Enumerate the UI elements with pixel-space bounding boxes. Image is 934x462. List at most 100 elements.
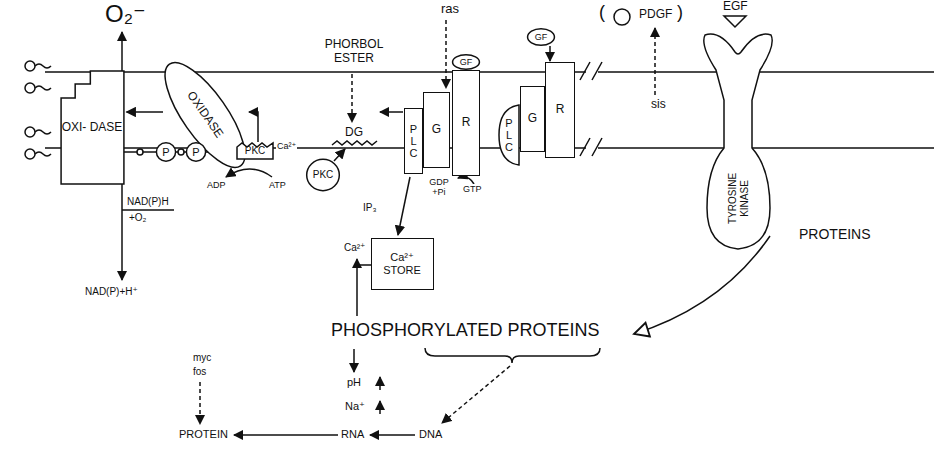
diagram-label: IP₃ <box>362 202 378 214</box>
increase-arrow <box>379 377 381 390</box>
increase-arrow <box>379 401 381 414</box>
activation-arrow <box>334 149 345 161</box>
flow-arrow <box>634 236 770 334</box>
diagram-label: ras <box>440 2 460 17</box>
diagram-label: Ca²⁺ <box>276 141 297 151</box>
node-outline-shape <box>499 105 519 165</box>
diagram-label: EGF <box>722 0 749 14</box>
diagram-label: GTP <box>462 184 483 194</box>
plc-shape: PLC <box>498 104 520 166</box>
diagram-label: ADP <box>206 180 227 190</box>
phosphate-circle: P <box>156 142 176 162</box>
diagram-label: ) <box>676 2 684 23</box>
node-text: PKC <box>313 169 334 181</box>
node-outline-shape <box>61 71 124 184</box>
node-text-box: G <box>521 87 544 151</box>
node-text: Ca²⁺ STORE <box>372 251 433 276</box>
dashed-arrow <box>445 20 447 88</box>
diagram-label: DNA <box>418 428 443 441</box>
growth-factor-oval: GF <box>452 54 480 70</box>
growth-factor-oval: GF <box>527 28 555 46</box>
diagram-label: ( <box>598 2 606 23</box>
diagram-label: Ca²⁺ <box>343 242 366 254</box>
node-text-box: R <box>453 71 479 175</box>
bracket <box>425 348 600 363</box>
ligand-triangle <box>724 16 746 27</box>
diagram-label: PROTEIN <box>178 428 229 441</box>
diagram-label: sis <box>650 98 667 112</box>
node-outline-shape <box>453 55 480 70</box>
node-text-box: PLC <box>498 104 520 166</box>
node-text-box: P <box>156 142 176 162</box>
oxidase-box: OXI- DASE <box>60 70 125 185</box>
break-mark <box>580 62 602 156</box>
plc-box: PLC <box>404 108 423 174</box>
pkc-circle: PKC <box>306 158 340 192</box>
flow-arrow <box>370 434 415 436</box>
phosphate-circle: P <box>186 142 206 162</box>
diagram-label: NAD(P)H <box>126 196 170 208</box>
node-text-box: Ca²⁺ STORE <box>372 239 433 289</box>
node-text-box: PKC <box>236 142 274 160</box>
receptor-box: R <box>545 62 575 158</box>
receptor-box: R <box>452 70 480 176</box>
node-outline-shape <box>156 143 175 161</box>
node-text-box: TYROSINE KINASE <box>708 152 768 244</box>
diagram-label: Na⁺ <box>344 400 366 413</box>
node-text-box: G <box>424 93 449 167</box>
node-text-box: P <box>186 142 206 162</box>
diagram-label: PDGF <box>638 8 673 22</box>
g-protein-box: G <box>423 92 450 168</box>
diagram-label: GDP +Pi <box>424 177 454 198</box>
gtp-gdp-arrow <box>458 177 474 184</box>
node-text: R <box>462 116 471 130</box>
node-text: G <box>528 112 537 126</box>
node-text: PKC <box>245 145 266 157</box>
node-text: OXIDASE <box>184 89 226 141</box>
diagram-label: O₂⁻ <box>104 0 147 28</box>
tyrosine-kinase-receptor: TYROSINE KINASE <box>700 30 776 252</box>
node-text: OXI- DASE <box>62 121 123 135</box>
g-protein-box: G <box>520 86 545 152</box>
node-text: GF <box>535 32 548 42</box>
connector-arrow <box>249 112 258 142</box>
node-outline-shape <box>307 159 340 190</box>
diagram-label: ATP <box>268 180 287 190</box>
flow-arrow <box>353 349 355 372</box>
node-text: P <box>162 146 169 159</box>
node-text-box: GF <box>527 28 555 46</box>
node-text: PLC <box>408 123 419 159</box>
pkc-membrane: PKC <box>236 142 274 160</box>
node-outline-shape <box>704 34 772 249</box>
dashed-arrow <box>442 366 510 423</box>
diagram-label: RNA <box>340 428 365 441</box>
flow-arrow <box>234 434 338 436</box>
node-text-box: PKC <box>306 158 340 192</box>
diagram-label: PHOSPHORYLATED PROTEINS <box>330 320 600 341</box>
node-outline <box>700 30 776 252</box>
ip3-arrow <box>398 177 410 235</box>
calcium-arrow <box>356 259 358 265</box>
node-text: PLC <box>504 117 515 153</box>
node-text: GF <box>460 57 473 67</box>
node-outline-shape <box>237 143 273 159</box>
node-text-box: GF <box>452 54 480 70</box>
connector-arrow <box>549 46 551 61</box>
diagram-label: fos <box>192 366 207 378</box>
node-text-box: OXI- DASE <box>60 70 125 185</box>
diagram-label: NAD(P)+H⁺ <box>84 286 139 298</box>
node-text: G <box>432 123 441 137</box>
diglyceride-chain <box>332 141 377 145</box>
dashed-arrow <box>654 28 656 95</box>
phospholipid <box>25 61 51 159</box>
diagram-label: PROTEINS <box>798 226 872 242</box>
node-text: TYROSINE KINASE <box>727 155 750 241</box>
atp-adp-arrow <box>226 169 272 177</box>
diagram-label: myc <box>192 352 212 364</box>
diagram-label: DG <box>344 126 364 140</box>
node-text: R <box>556 103 565 117</box>
diagram-label: pH <box>346 376 362 389</box>
diagram-label: PHORBOL ESTER <box>316 38 392 66</box>
ligand-symbol <box>614 9 630 25</box>
node-text: P <box>192 146 199 159</box>
